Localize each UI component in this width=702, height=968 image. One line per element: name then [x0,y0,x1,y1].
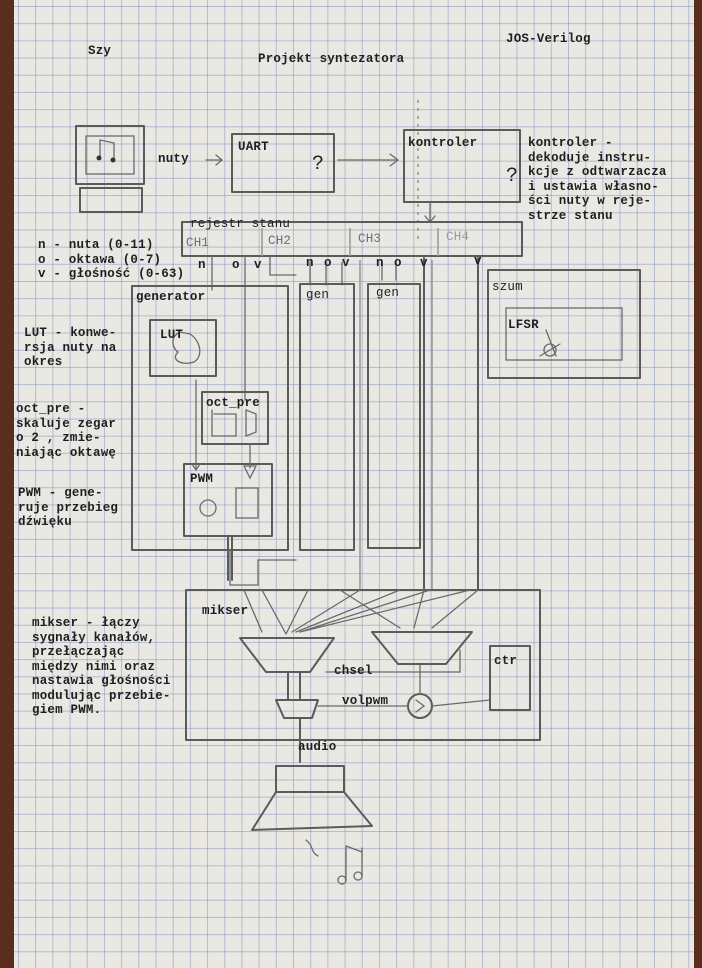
gen2-box [299,283,355,551]
gen2-label: gen [306,288,330,302]
volpwm-comparator [407,693,433,719]
lut-note: LUT - konwe- rsja nuty na okres [24,326,117,369]
mux-right [371,631,473,665]
oct-pre-note: oct_pre - skaluje zegar o 2 , zmie- niaj… [16,402,117,460]
computer-with-music-note-icon [75,125,145,213]
volpwm-label: volpwm [342,694,389,708]
pwm-label: PWM [190,472,214,486]
uart-question-mark: ? [312,153,325,176]
lfsr-label: LFSR [508,318,539,332]
lut-label: LUT [160,328,184,342]
input-label-nuty: nuty [158,152,189,166]
state-register-box [181,221,523,257]
ch1-signal-n: n [198,258,206,272]
ch3-signal-v: v [420,256,428,270]
gen3-box [367,283,421,549]
ctr-label: ctr [494,654,518,668]
channel-ch2: CH2 [268,234,292,248]
mixer-box [185,589,541,741]
noise-box [487,269,641,379]
ch3-signal-o: o [394,256,402,270]
channel-ch3: CH3 [358,232,382,246]
generator-box [131,285,289,551]
chsel-label: chsel [334,664,373,678]
ch3-signal-n: n [376,256,384,270]
uart-label: UART [238,140,269,154]
lut-box [149,319,217,377]
controller-box [403,129,521,203]
state-register-label: rejestr stanu [190,217,291,231]
oct-pre-box [201,391,269,445]
author-initials: Szy [88,44,112,58]
channel-ch4: CH4 [446,230,470,244]
mux-output [275,699,319,719]
gen3-label: gen [376,286,400,300]
signal-legend: n - nuta (0-11) o - oktawa (0-7) v - gło… [38,238,185,281]
ch2-signal-v: v [342,256,350,270]
mixer-note: mikser - łączy sygnały kanałów, przełącz… [32,616,171,717]
pwm-note: PWM - gene- ruje przebieg dźwięku [18,486,119,529]
ch4-signal-v: v [474,254,482,268]
ch1-signal-o: o [232,258,240,272]
noise-label: szum [492,280,523,294]
uart-box [231,133,335,193]
music-note-icon [337,845,363,885]
ch2-signal-o: o [324,256,332,270]
arrow-uart-to-controller [337,153,400,167]
mux-left [239,637,335,673]
arrow-nuty-to-uart [205,154,224,166]
page-title: Projekt syntezatora [258,52,405,66]
controller-note: kontroler - dekoduje instru- kcje z odtw… [528,136,667,223]
controller-question-mark: ? [506,165,519,188]
channel-ch1: CH1 [186,236,210,250]
ch1-signal-v: v [254,258,262,272]
course-label: JOS-Verilog [506,32,591,46]
generator-label: generator [136,290,206,304]
oct-pre-label: oct_pre [206,396,260,410]
speaker-icon [251,765,373,857]
audio-label: audio [298,740,337,754]
ctr-box [489,645,531,711]
lfsr-box [505,307,623,361]
ch2-signal-n: n [306,256,314,270]
controller-label: kontroler [408,136,478,150]
mixer-label: mikser [202,604,249,618]
